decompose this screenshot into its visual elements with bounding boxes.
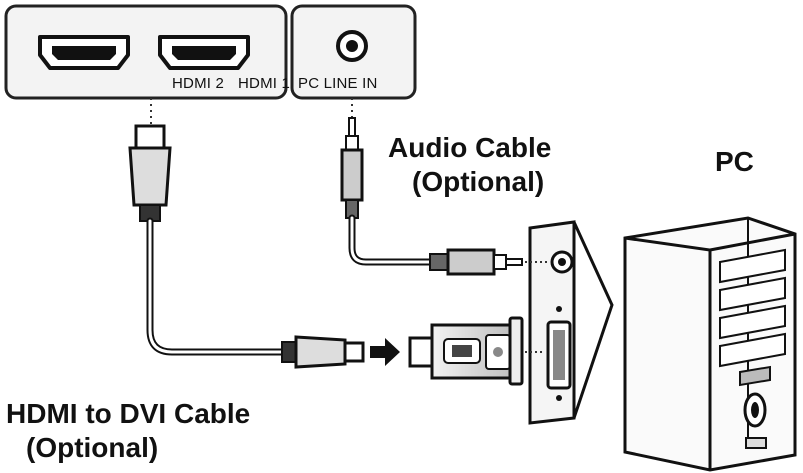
hdmi-1-port-label: HDMI 1 — [238, 75, 291, 92]
hdmi-2-port-label: HDMI 2 — [172, 75, 225, 92]
audio-cable-optional-label: (Optional) — [412, 166, 545, 197]
pc-line-in-port-label: PC LINE IN — [298, 75, 378, 92]
hdmi-port-1-icon — [38, 35, 130, 70]
pc-line-in-jack-icon — [336, 30, 368, 62]
hdmi-dvi-optional-label: (Optional) — [26, 432, 159, 463]
hdmi-dvi-adapter-icon — [408, 316, 524, 386]
hdmi-dvi-cable — [146, 217, 286, 356]
hdmi-port-2-icon — [158, 35, 250, 70]
hdmi-dvi-cable-label: HDMI to DVI Cable — [6, 398, 251, 429]
audio-plug-icon — [340, 117, 364, 219]
dvi-plug-icon — [281, 335, 365, 369]
pc-tower-icon — [623, 216, 797, 472]
audio-plug-pc-icon — [429, 248, 523, 276]
audio-cable — [348, 214, 434, 266]
pc-label: PC — [715, 146, 754, 177]
pc-port-panel — [525, 220, 614, 425]
hdmi-plug-icon — [128, 124, 172, 222]
audio-cable-label: Audio Cable — [388, 132, 552, 163]
connect-arrow-icon — [370, 338, 400, 366]
